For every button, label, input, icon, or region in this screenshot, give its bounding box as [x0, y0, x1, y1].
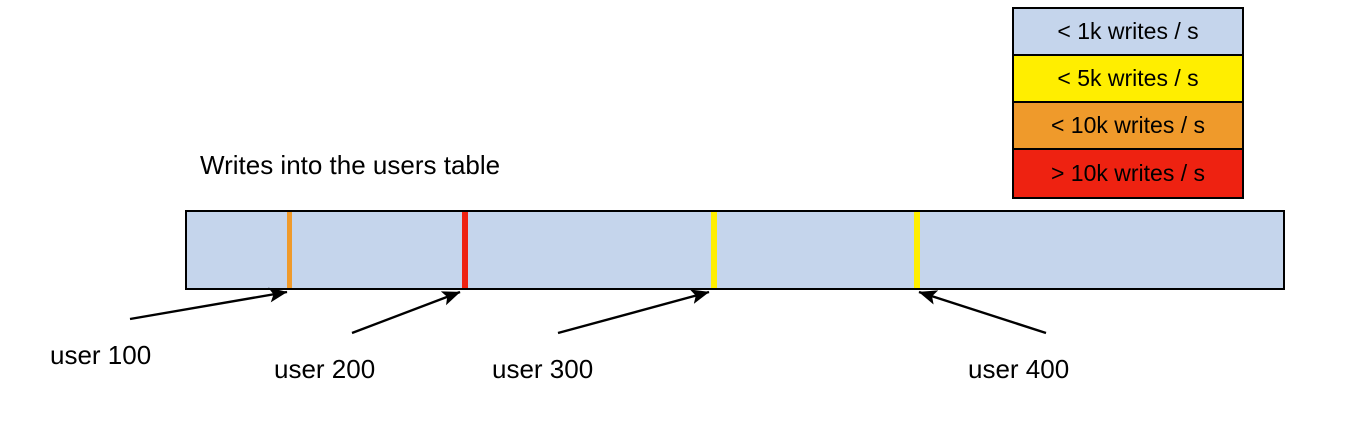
bar-stripe-user-200	[462, 212, 468, 288]
callout-label-user-200: user 200	[274, 354, 376, 384]
write-rate-legend: < 1k writes / s < 5k writes / s < 10k wr…	[1012, 7, 1244, 199]
users-table-bar	[185, 210, 1285, 290]
bar-stripe-user-400	[914, 212, 920, 288]
legend-label-under-1k: < 1k writes / s	[1057, 18, 1199, 44]
callout-label-user-300: user 300	[492, 354, 594, 384]
callout-label-user-100: user 100	[50, 340, 152, 370]
callout-arrow-user-200	[351, 290, 461, 335]
bar-stripe-user-100	[287, 212, 292, 288]
legend-row-under-1k: < 1k writes / s	[1014, 9, 1242, 56]
legend-row-under-10k: < 10k writes / s	[1014, 103, 1242, 150]
callout-arrow-user-100	[129, 287, 288, 321]
legend-label-under-5k: < 5k writes / s	[1057, 65, 1199, 91]
callout-label-user-400: user 400	[968, 354, 1070, 384]
legend-label-under-10k: < 10k writes / s	[1050, 112, 1206, 138]
chart-title: Writes into the users table	[200, 150, 501, 180]
legend-label-over-10k: > 10k writes / s	[1050, 160, 1206, 186]
legend-row-under-5k: < 5k writes / s	[1014, 56, 1242, 103]
legend-row-over-10k: > 10k writes / s	[1014, 150, 1242, 197]
bar-stripe-user-300	[711, 212, 717, 288]
callout-arrow-user-300	[557, 289, 710, 335]
callout-arrow-user-400	[918, 290, 1047, 335]
